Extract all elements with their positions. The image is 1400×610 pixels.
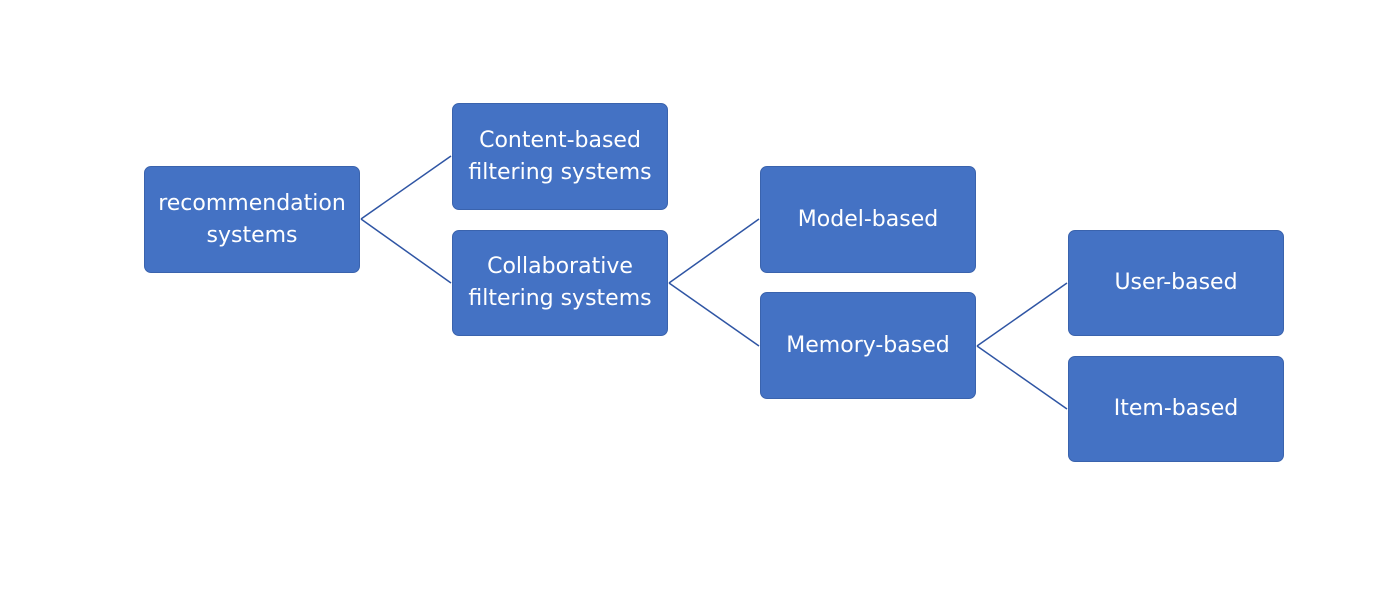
edge-collaborative-model [668,218,760,284]
node-label: Content-based filtering systems [468,127,652,185]
node-label: Collaborative filtering systems [468,254,652,311]
node-label: Item-based [1113,396,1239,421]
node-collaborative-filtering: Collaborative filtering systems [452,230,668,336]
edge-root-collaborative [360,218,452,284]
edge-memory-user [976,282,1068,347]
node-recommendation-systems: recommendation systems [144,166,360,273]
node-content-based-filtering: Content-based filtering systems [452,103,668,210]
node-memory-based: Memory-based [760,292,976,399]
node-label: recommendation systems [158,190,346,248]
edge-memory-item [976,345,1068,410]
node-user-based: User-based [1068,230,1284,336]
node-label: User-based [1114,270,1238,295]
node-item-based: Item-based [1068,356,1284,462]
node-model-based: Model-based [760,166,976,273]
node-label: Memory-based [786,332,950,358]
edge-root-content [360,155,452,220]
node-label: Model-based [797,206,939,232]
edge-collaborative-memory [668,282,760,347]
